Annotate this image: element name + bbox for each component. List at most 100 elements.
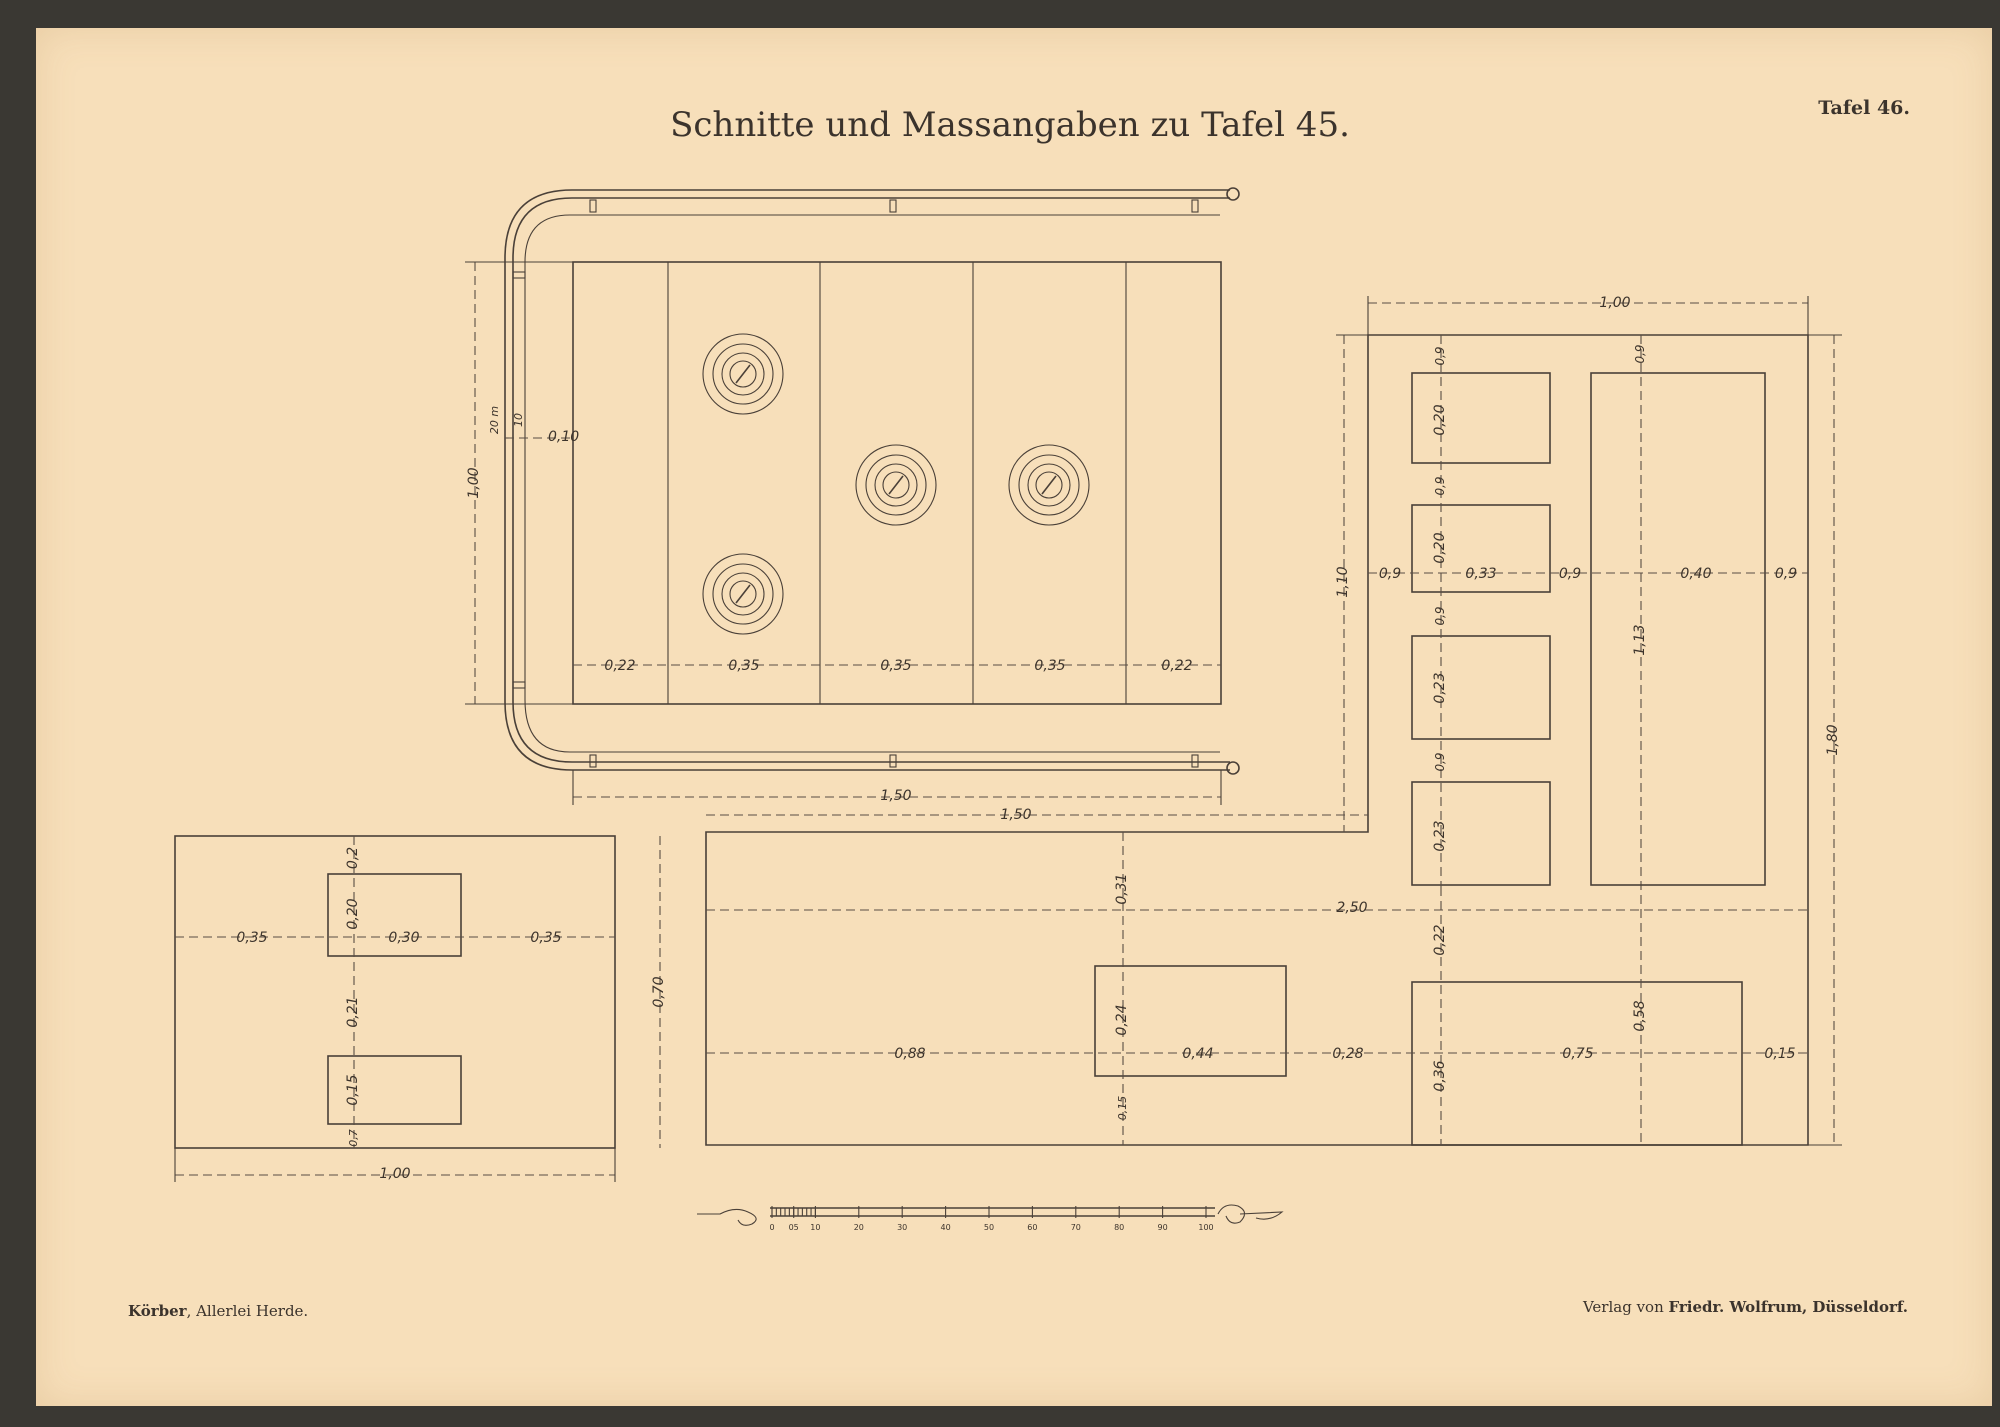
scale-minor-ticks — [771, 1206, 1207, 1218]
footer-left: Körber, Allerlei Herde. — [128, 1302, 308, 1320]
dim-top-seg-3: 0,35 — [880, 658, 911, 674]
dim-side-c3: 0,9 — [1433, 476, 1447, 495]
footer-publisher: Friedr. Wolfrum, Düsseldorf. — [1669, 1298, 1908, 1316]
dim-left-h2: 0,20 — [345, 898, 361, 929]
dim-side-w5: 0,9 — [1775, 566, 1797, 582]
scale-label: 30 — [897, 1223, 907, 1232]
dim-side-tall-height: 1,13 — [1632, 624, 1648, 655]
dim-side-c4: 0,20 — [1432, 532, 1448, 563]
dim-side-w1: 0,9 — [1379, 566, 1401, 582]
scale-label: 50 — [984, 1223, 994, 1232]
dim-left-w2: 0,30 — [388, 930, 419, 946]
dim-front-b3: 0,28 — [1332, 1046, 1363, 1062]
dim-side-width: 1,00 — [1599, 295, 1630, 311]
dim-front-r3: 0,58 — [1632, 1000, 1648, 1031]
dim-front-b4: 0,75 — [1562, 1046, 1593, 1062]
front-left-view: 0,35 0,30 0,35 0,2 0,20 0,21 0,15 0,7 0,… — [174, 835, 667, 1182]
scale-label: 10 — [810, 1223, 820, 1232]
dim-front-box-h1: 0,24 — [1114, 1004, 1130, 1035]
dim-left-w3: 0,35 — [530, 930, 561, 946]
dim-top-seg-2: 0,35 — [728, 658, 759, 674]
dim-left-h1: 0,2 — [345, 847, 361, 869]
footer-book: , Allerlei Herde. — [187, 1302, 309, 1320]
dim-side-c2: 0,20 — [1432, 404, 1448, 435]
dim-front-r1: 0,22 — [1432, 924, 1448, 955]
scale-label: 20 — [854, 1223, 864, 1232]
dim-front-b1: 0,88 — [894, 1046, 925, 1062]
dim-side-w4: 0,40 — [1680, 566, 1711, 582]
dim-left-h4: 0,15 — [345, 1074, 361, 1105]
dim-top-length: 1,50 — [880, 788, 911, 804]
footer-author: Körber — [128, 1302, 188, 1320]
dim-front-box-h2: 0,15 — [1116, 1096, 1129, 1121]
dim-side-height-right: 1,80 — [1825, 724, 1841, 755]
front-main-view: 1,50 0,31 0,24 0,15 2,50 0,88 0,44 0,28 … — [705, 334, 1809, 1146]
scale-label: 05 — [789, 1223, 799, 1232]
dim-front-length: 2,50 — [1336, 900, 1367, 916]
dim-side-w2: 0,33 — [1465, 566, 1496, 582]
side-view: 1,00 1,10 1,80 0,9 0,33 0,9 0,40 0,9 0,9… — [1335, 295, 1842, 1146]
burner-rings-bottom-left — [702, 553, 784, 635]
guard-rail-inner — [512, 197, 1230, 763]
left-face-outline — [174, 835, 616, 1149]
left-face-door-upper — [327, 873, 462, 957]
hob-outline — [572, 261, 1222, 705]
dim-side-tall-top: 0,9 — [1633, 344, 1647, 363]
dim-left-h5: 0,7 — [347, 1129, 360, 1147]
rail-post-left-top — [512, 271, 526, 279]
footer-right: Verlag von Friedr. Wolfrum, Düsseldorf. — [1582, 1298, 1908, 1316]
side-door-2 — [1411, 504, 1551, 593]
rail-knob-top — [1226, 187, 1240, 201]
side-door-3 — [1411, 635, 1551, 740]
dim-front-r2: 0,36 — [1432, 1060, 1448, 1091]
dim-front-b5: 0,15 — [1764, 1046, 1795, 1062]
plate-paper — [36, 28, 1992, 1406]
scale-ornament-left — [697, 1208, 757, 1226]
scale-label: 80 — [1114, 1223, 1124, 1232]
scale-ornament-right — [1217, 1204, 1284, 1224]
dim-top-depth: 1,00 — [466, 467, 482, 498]
dim-side-c1: 0,9 — [1433, 346, 1447, 365]
front-door-wide — [1411, 981, 1743, 1146]
scale-label: 40 — [941, 1223, 951, 1232]
guard-rail-outer — [504, 189, 1230, 771]
rail-knob-bottom — [1226, 761, 1240, 775]
rail-post-top-end — [1191, 199, 1199, 213]
side-door-tall — [1590, 372, 1766, 886]
front-door-oven — [1094, 965, 1287, 1077]
dim-side-c6: 0,23 — [1432, 672, 1448, 703]
dim-left-total-height: 0,70 — [651, 976, 667, 1007]
scale-label: 90 — [1158, 1223, 1168, 1232]
burner-rings-top-left — [702, 333, 784, 415]
dim-front-b2: 0,44 — [1182, 1046, 1213, 1062]
rail-post-bottom-end — [1191, 754, 1199, 768]
side-door-4 — [1411, 781, 1551, 886]
guard-rail-frame — [524, 214, 1220, 753]
scale-label: 70 — [1071, 1223, 1081, 1232]
scale-label: 60 — [1027, 1223, 1037, 1232]
side-door-1 — [1411, 372, 1551, 464]
plate-number: Tafel 46. — [1818, 97, 1910, 119]
rail-post-bottom — [589, 754, 597, 768]
rail-post-left-bottom — [512, 681, 526, 689]
plate-title: Schnitte und Massangaben zu Tafel 45. — [670, 105, 1350, 145]
dim-rail-20: 20 m — [488, 406, 501, 434]
dim-side-height-left: 1,10 — [1335, 566, 1351, 597]
dim-left-h3: 0,21 — [345, 996, 361, 1027]
dim-side-c7: 0,9 — [1433, 752, 1447, 771]
rail-post-top — [589, 199, 597, 213]
burner-rings-right — [1008, 444, 1090, 526]
dim-top-seg-1: 0,22 — [604, 658, 635, 674]
rail-post-bottom-mid — [889, 754, 897, 768]
dim-rail-10: 10 — [512, 413, 525, 427]
footer-publisher-prefix: Verlag von — [1582, 1298, 1669, 1316]
rail-post-top-mid — [889, 199, 897, 213]
dim-side-w3: 0,9 — [1559, 566, 1581, 582]
dim-left-w1: 0,35 — [236, 930, 267, 946]
burner-rings-center — [855, 444, 937, 526]
dim-front-gap: 0,31 — [1114, 873, 1130, 904]
dim-side-c5: 0,9 — [1433, 606, 1447, 625]
